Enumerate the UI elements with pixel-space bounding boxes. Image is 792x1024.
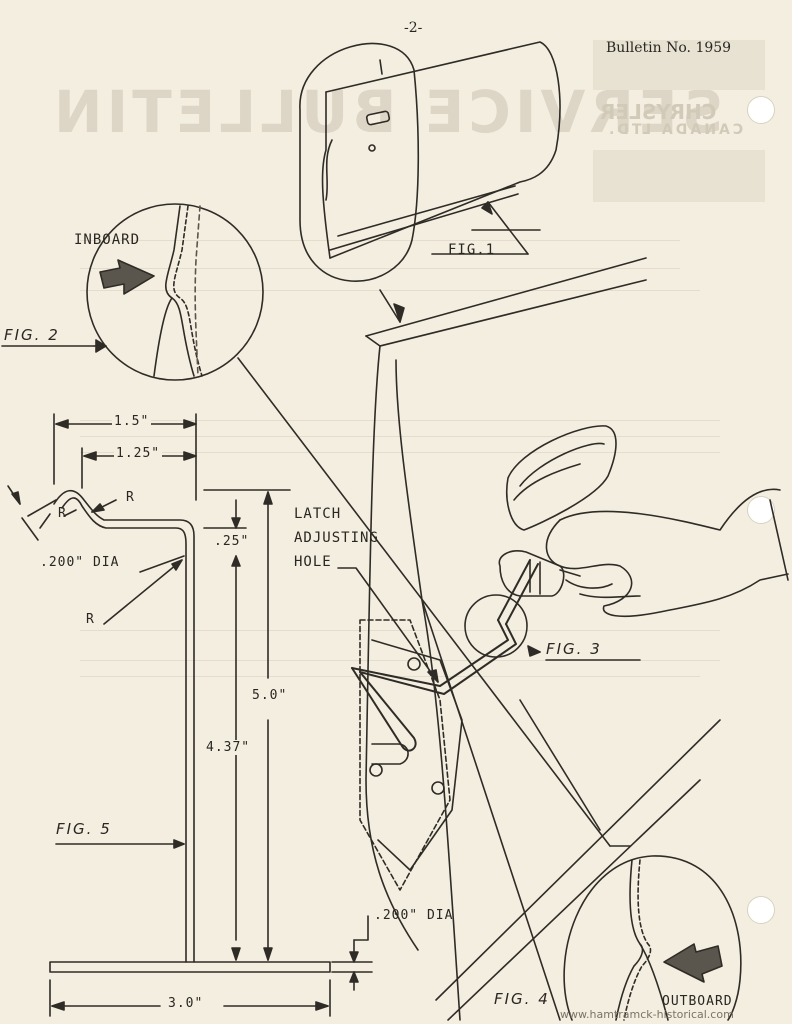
dim-25: .25" <box>214 534 250 549</box>
latch-leader-arrow <box>427 669 439 683</box>
latch-plate <box>359 619 463 891</box>
fig2-label: FIG. 2 <box>4 326 60 344</box>
latch-label-line1: LATCH <box>294 506 342 522</box>
dim-5-0: 5.0" <box>250 688 290 703</box>
fig3-detail <box>464 594 641 661</box>
page-number: -2- <box>404 20 423 36</box>
latch-handle <box>506 425 617 531</box>
dim-1-25: 1.25" <box>114 446 163 461</box>
bleed-through-line <box>80 420 720 421</box>
bleed-through-line <box>80 452 720 453</box>
dim-3-0: 3.0" <box>168 996 204 1011</box>
bleed-through-logo-block-bottom <box>593 150 765 202</box>
binder-hole <box>747 96 775 124</box>
adjusting-rod <box>351 559 539 752</box>
bleed-through-line <box>80 240 680 241</box>
latch-leader-line <box>337 567 439 683</box>
radius-label: R <box>86 612 95 627</box>
projection-line <box>237 357 611 847</box>
fig2-inboard-detail <box>1 203 264 381</box>
hand-holding-tool <box>498 488 789 618</box>
dim-200-dia-top: .200" DIA <box>40 555 120 570</box>
bulletin-number: Bulletin No. 1959 <box>606 40 732 56</box>
outboard-label: OUTBOARD <box>662 994 733 1009</box>
bleed-through-line <box>80 290 700 291</box>
source-watermark: www.hamtramck-historical.com <box>560 1008 734 1021</box>
fig5-rod-drawing <box>7 413 373 1017</box>
latch-label-line3: HOLE <box>294 554 332 570</box>
fig5-label: FIG. 5 <box>56 820 112 838</box>
bleed-through-line <box>80 660 720 661</box>
fig3-label: FIG. 3 <box>546 640 602 658</box>
fig1-door-detail <box>299 41 561 323</box>
dim-1-5: 1.5" <box>112 414 152 429</box>
dim-4-37: 4.37" <box>204 740 253 755</box>
bleed-through-logo-block-top <box>593 40 765 90</box>
binder-hole <box>747 896 775 924</box>
door-body-outline <box>365 257 721 1021</box>
fig1-label: FIG.1 <box>448 242 496 258</box>
radius-label: R <box>58 506 67 521</box>
bleed-through-line <box>80 268 680 269</box>
latch-label-line2: ADJUSTING <box>294 530 379 546</box>
fig4-outboard-detail <box>563 855 742 1021</box>
inboard-label: INBOARD <box>74 232 141 248</box>
dim-200-dia-bottom: .200" DIA <box>374 908 454 923</box>
radius-label: R <box>126 490 135 505</box>
fig4-label: FIG. 4 <box>494 990 550 1008</box>
